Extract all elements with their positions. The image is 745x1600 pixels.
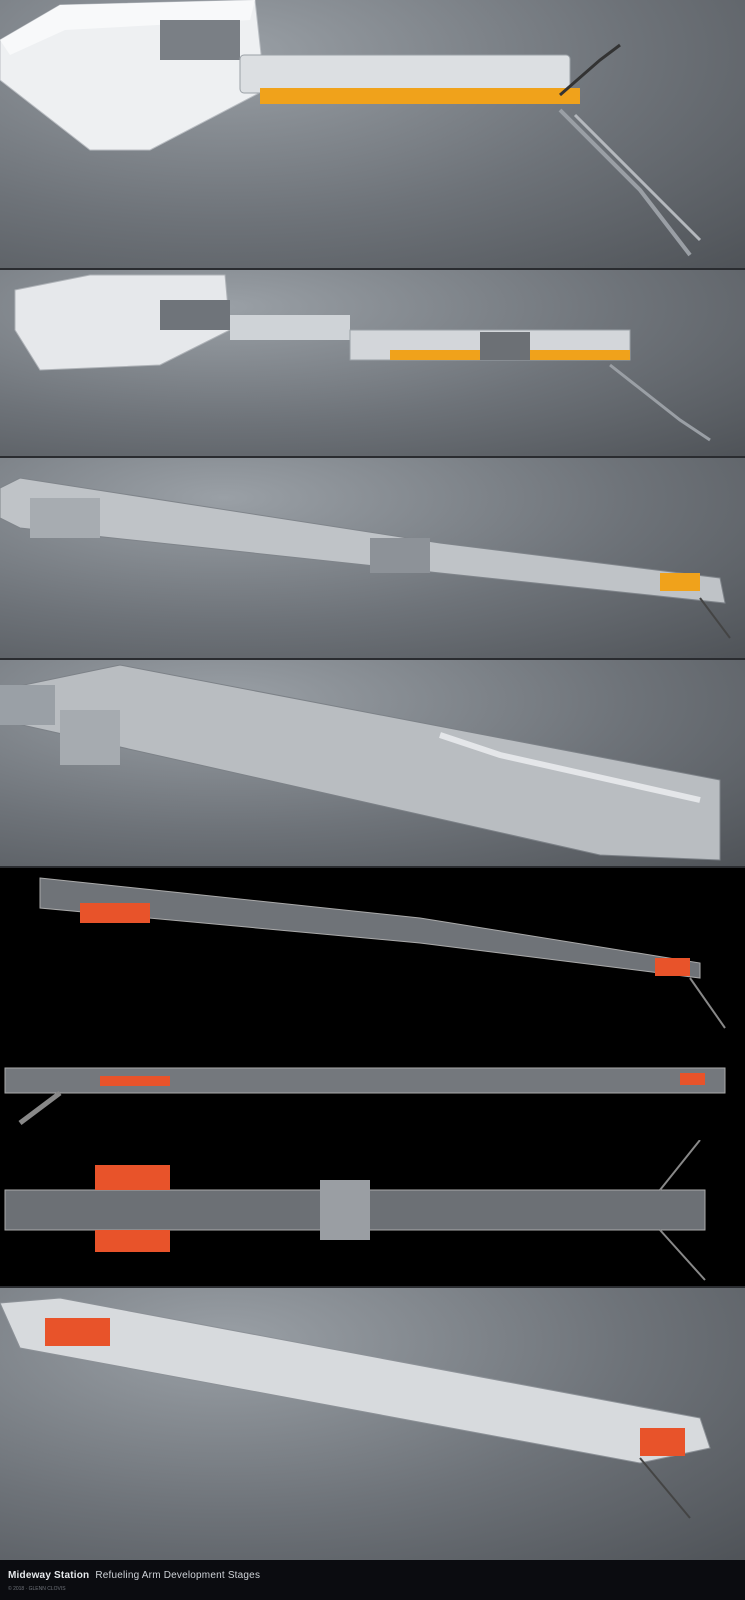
red-component-root xyxy=(45,1318,110,1346)
fuel-probe-lower xyxy=(558,108,692,257)
fuel-probe-lower-2 xyxy=(573,113,702,242)
refueling-arm-render-3 xyxy=(0,477,731,639)
arm-mid-hub xyxy=(320,1180,370,1240)
fuel-pipe xyxy=(439,732,701,803)
arm-motor-housing xyxy=(480,332,530,360)
gripper-upper xyxy=(559,43,621,97)
render-panel-stage-4 xyxy=(0,660,745,866)
fuel-probe xyxy=(639,1457,691,1519)
refueling-arm-render-4 xyxy=(0,664,721,861)
gripper xyxy=(659,1140,706,1281)
fuel-probe xyxy=(609,363,711,442)
refueling-arm-wireframe-perspective xyxy=(39,877,726,1029)
render-panel-stage-1 xyxy=(0,0,745,268)
caption-subtitle: Refueling Arm Development Stages xyxy=(95,1570,261,1581)
arm-lattice-structure xyxy=(0,664,721,861)
arm-joint xyxy=(230,315,350,340)
arm-lattice-structure xyxy=(0,1297,711,1464)
arm-main-tube xyxy=(239,54,571,94)
arm-root-mount xyxy=(30,498,100,538)
refueling-arm-render-2 xyxy=(14,274,711,442)
arm-root-bracket xyxy=(60,710,120,765)
gripper xyxy=(699,597,731,639)
caption-title: Mideway Station Refueling Arm Developmen… xyxy=(8,1570,260,1581)
arm-lattice-structure xyxy=(0,477,726,604)
red-component-tip xyxy=(640,1428,685,1456)
render-panel-stage-2 xyxy=(0,270,745,456)
render-panel-stage-3 xyxy=(0,458,745,658)
arm-root-mount xyxy=(0,685,55,725)
arm-mid-joint xyxy=(370,538,430,573)
refueling-arm-wireframe-side xyxy=(4,1067,726,1125)
render-panel-stage-6 xyxy=(0,1288,745,1560)
render-panel-stage-5-side xyxy=(0,1038,745,1140)
arm-tip-yellow xyxy=(660,573,700,591)
red-component-root xyxy=(100,1076,170,1086)
red-component-tip xyxy=(655,958,690,976)
base-machinery xyxy=(160,300,230,330)
render-panel-stage-5-perspective xyxy=(0,868,745,1038)
station-base-top xyxy=(0,0,255,55)
red-component-upper xyxy=(95,1165,170,1190)
copyright-text: © 2018 · GLENN CLOVIS xyxy=(8,1586,66,1592)
caption-bar: Mideway Station Refueling Arm Developmen… xyxy=(0,1560,745,1600)
red-component-lower xyxy=(95,1230,170,1252)
project-name: Mideway Station xyxy=(8,1570,90,1581)
red-component-tip xyxy=(680,1073,705,1085)
gripper xyxy=(689,977,726,1029)
refueling-arm-wireframe-top xyxy=(4,1140,706,1281)
render-panel-stage-5-top xyxy=(0,1140,745,1286)
arm-support-strut xyxy=(18,1091,62,1125)
arm-yellow-truss xyxy=(260,88,580,104)
refueling-arm-render-1 xyxy=(0,0,702,257)
station-base-block xyxy=(14,274,231,371)
arm-lattice-structure xyxy=(39,877,701,979)
refueling-arm-render-6 xyxy=(0,1297,711,1519)
base-machinery xyxy=(160,20,240,60)
red-component-root xyxy=(80,903,150,923)
